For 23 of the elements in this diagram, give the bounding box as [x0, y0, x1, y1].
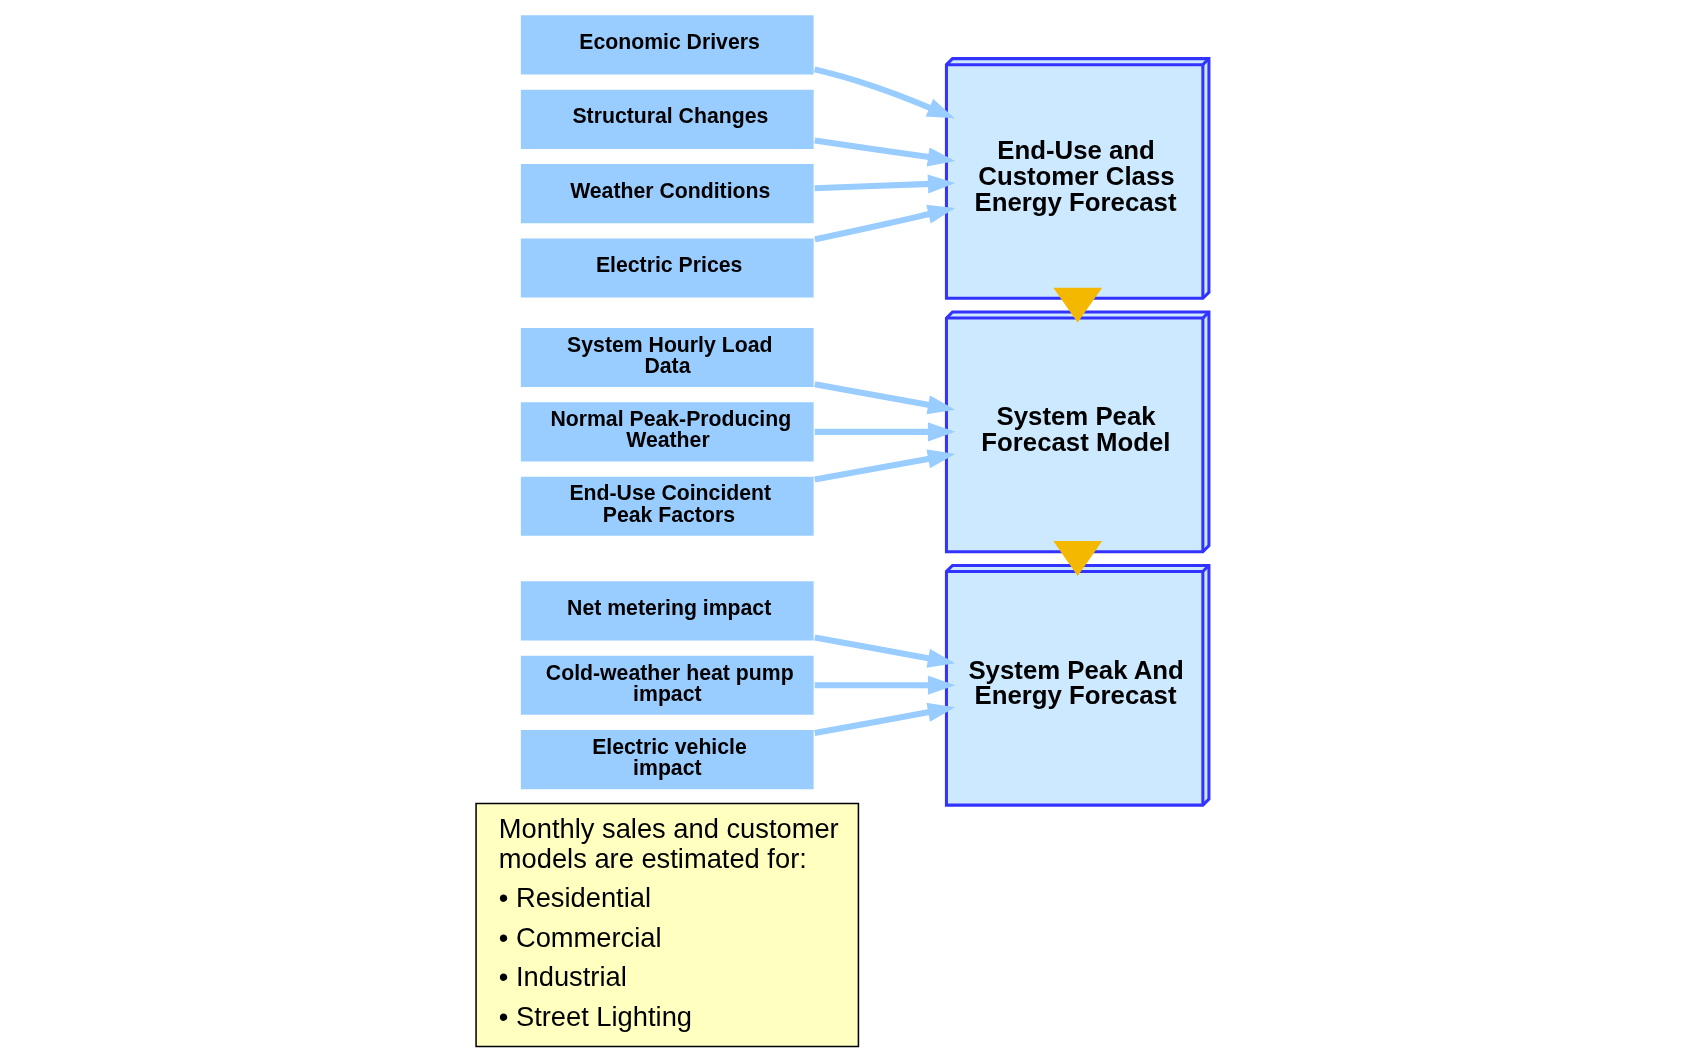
node-box: System Hourly Load Data [519, 326, 816, 389]
node-box: Monthly sales and customer models are estimated for: • Residential • Commercial • Industrial • Street Lighting [475, 802, 860, 1048]
arrow [814, 702, 956, 736]
node-box: Economic Drivers [519, 13, 816, 77]
node-box: Electric Prices [519, 236, 816, 300]
arrow [814, 449, 956, 483]
arrow [813, 66, 955, 119]
node-box: Net metering impact [519, 579, 816, 642]
arrow [814, 204, 956, 243]
arrow [1053, 541, 1103, 576]
node-box: Cold-weather heat pump impact [519, 654, 816, 717]
arrow [814, 381, 956, 415]
arrow [1053, 287, 1103, 323]
node-box: Normal Peak-Producing Weather [519, 400, 816, 463]
node-box: Weather Conditions [519, 162, 816, 225]
arrow [814, 137, 956, 167]
arrow [814, 675, 956, 695]
arrow [814, 634, 956, 668]
arrow [814, 174, 956, 194]
arrow [814, 422, 956, 442]
node-box: Structural Changes [519, 88, 816, 151]
node-box: Electric vehicle impact [519, 728, 816, 791]
node-box: End-Use Coincident Peak Factors [519, 475, 816, 538]
